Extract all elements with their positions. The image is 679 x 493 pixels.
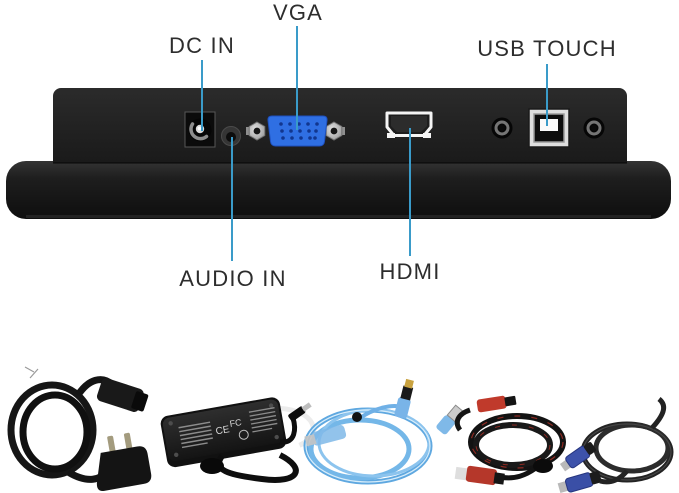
usb-touch-port	[528, 108, 570, 148]
dc-barrel-plug	[288, 402, 312, 422]
monitor-rear	[6, 88, 671, 219]
vga-connector-b	[557, 471, 602, 493]
adapter-dc-cable	[216, 452, 299, 483]
power-adapter: CE FC	[160, 397, 316, 483]
fcc-mark: FC	[229, 417, 243, 429]
label-vga: VGA	[272, 0, 324, 25]
vga-pins	[279, 122, 319, 140]
hdmi-foot-right	[423, 133, 431, 138]
hdmi-connector-bottom	[454, 465, 505, 486]
vga-connector-a	[559, 442, 597, 472]
label-hdmi: HDMI	[379, 259, 441, 284]
vga-cable	[557, 397, 674, 493]
round-port-left	[491, 117, 513, 139]
hdmi-foot-left	[387, 133, 395, 138]
power-cord	[7, 366, 152, 491]
iec-c13-connector	[96, 378, 149, 412]
dc-in-jack	[184, 111, 216, 148]
label-dc-in: DC IN	[169, 33, 235, 58]
usb-cable	[303, 378, 465, 485]
bezel-bottom-highlight	[26, 215, 651, 218]
hdmi-port	[385, 111, 433, 138]
hdmi-connector-top	[476, 395, 517, 413]
ferrite-bead	[533, 459, 553, 473]
uk-plug	[96, 432, 152, 491]
leader-lines	[201, 26, 548, 261]
vga-port	[246, 115, 345, 147]
ce-mark: CE	[215, 424, 231, 437]
usb-inner-connector	[304, 425, 347, 447]
label-usb-touch: USB TOUCH	[477, 36, 617, 61]
ferrite-bead	[200, 458, 224, 474]
label-audio-in: AUDIO IN	[179, 266, 287, 291]
usb-a-connector-right	[436, 404, 465, 435]
hdmi-cable	[454, 395, 566, 486]
adapter-label-lines	[178, 407, 278, 449]
monitor-front-bezel-slab	[6, 161, 671, 219]
usb-b-tongue	[540, 119, 558, 131]
cable-tie	[352, 412, 362, 422]
usb-a-connector-top	[394, 378, 414, 419]
vga-screw-right	[325, 121, 345, 141]
round-port-right	[583, 117, 605, 139]
vga-screw-left	[246, 121, 266, 141]
